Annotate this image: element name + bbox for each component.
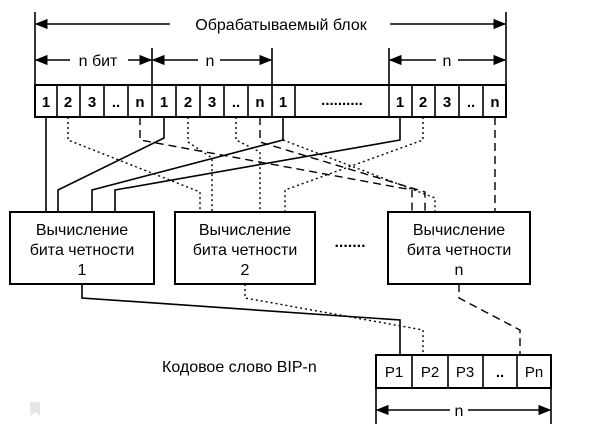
processed-block-label: Обрабатываемый блок <box>195 17 367 34</box>
codeword-cell: Pn <box>525 364 543 381</box>
block-cell: .. <box>232 94 240 111</box>
block-cell: 3 <box>88 94 96 111</box>
block-cell: n <box>255 94 264 111</box>
block-cell: n <box>135 94 144 111</box>
block-cell: 1 <box>396 94 404 111</box>
block-cell: 2 <box>184 94 192 111</box>
block-cell: 1 <box>160 94 168 111</box>
block-cell: 1 <box>42 94 50 111</box>
block-cell-ellipsis: .......... <box>321 92 363 109</box>
block-cell: .. <box>467 94 475 111</box>
block-cell: 3 <box>443 94 451 111</box>
parity-unit-2-line3: 2 <box>241 262 250 279</box>
connections-bit1 <box>45 117 401 212</box>
block-cell: 3 <box>208 94 216 111</box>
parity-units-ellipsis: ....... <box>334 234 365 251</box>
parity-unit-n-line3: n <box>455 262 464 279</box>
codeword-cell: P2 <box>421 364 439 381</box>
codeword-connections <box>81 284 521 355</box>
bookmark-icon <box>30 402 40 416</box>
codeword-cell: P3 <box>456 364 474 381</box>
parity-unit-2-line1: Вычисление <box>199 222 291 239</box>
span-n-last-label: n <box>443 53 452 70</box>
codeword-label: Кодовое слово BIP-n <box>162 359 317 376</box>
block-cell: 2 <box>419 94 427 111</box>
parity-unit-n-line2: бита четности <box>407 242 512 259</box>
codeword-cell: P1 <box>385 364 403 381</box>
codeword-dimension: n <box>375 388 552 424</box>
connections-bit2 <box>67 117 424 212</box>
block-cell: 1 <box>279 94 287 111</box>
parity-unit-2-line2: бита четности <box>193 242 298 259</box>
span-n-bit-label: n бит <box>79 53 118 70</box>
connections-bitn <box>139 117 496 212</box>
block-cell: n <box>490 94 499 111</box>
parity-unit-1-line2: бита четности <box>30 242 135 259</box>
span-n-label: n <box>206 53 215 70</box>
parity-unit-2: Вычисление бита четности 2 <box>174 211 316 285</box>
parity-unit-1: Вычисление бита четности 1 <box>9 211 155 285</box>
block-cell: 2 <box>64 94 72 111</box>
block-cell: .. <box>112 94 120 111</box>
parity-unit-n: Вычисление бита четности n <box>387 211 531 285</box>
codeword-span-label: n <box>455 403 464 420</box>
processed-block-cells: 1 2 3 .. n 1 2 3 .. n 1 .......... 1 2 3… <box>34 84 507 118</box>
span-dimensions: n бит n n <box>34 48 507 90</box>
codeword-cells: P1 P2 P3 .. Pn <box>375 354 552 389</box>
parity-unit-n-line1: Вычисление <box>413 222 505 239</box>
parity-unit-1-line3: 1 <box>78 262 87 279</box>
parity-unit-1-line1: Вычисление <box>36 222 128 239</box>
codeword-cell: .. <box>496 364 504 381</box>
processed-block-dimension: Обрабатываемый блок <box>34 12 507 90</box>
